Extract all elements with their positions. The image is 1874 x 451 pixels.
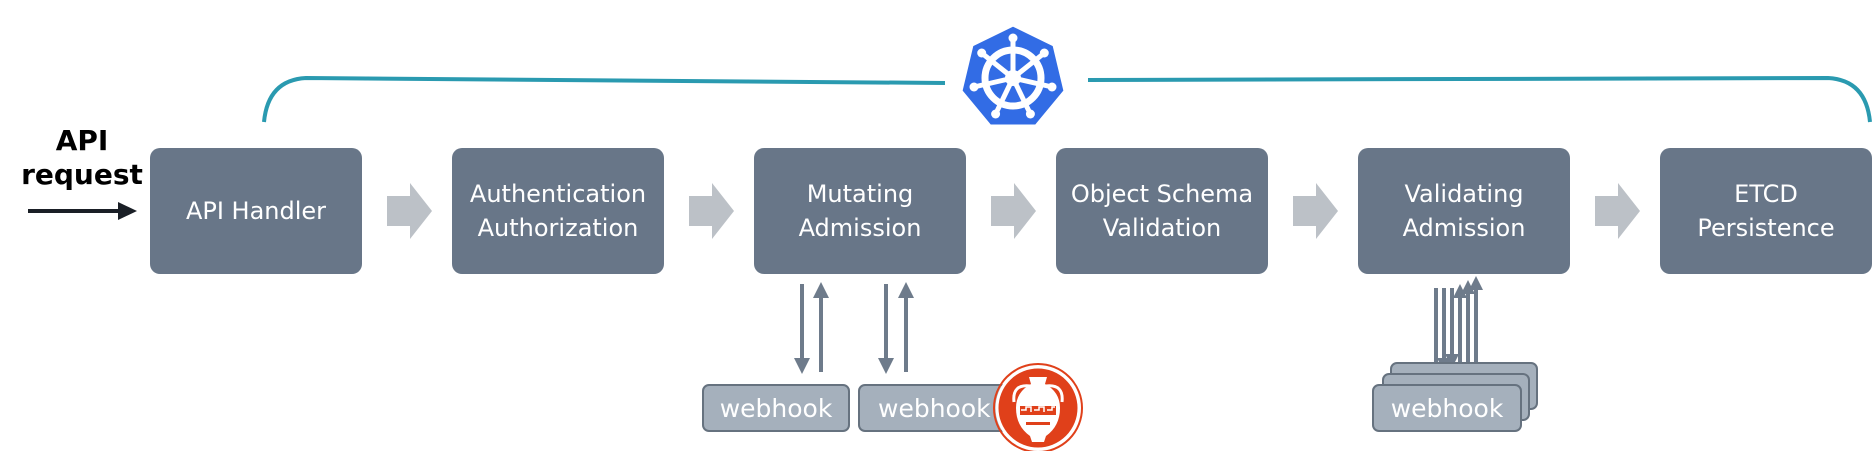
- stage-label-line-1: Object Schema: [1070, 180, 1254, 208]
- stage-api-handler: API Handler: [150, 148, 362, 274]
- webhook-label: webhook: [719, 393, 833, 423]
- api-request-line-2: request: [21, 158, 143, 191]
- webhook-label: webhook: [1390, 393, 1504, 423]
- stage-label-line-2: Authorization: [477, 214, 639, 242]
- stage-object-schema-validation: Object Schema Validation: [1056, 148, 1268, 274]
- stage-mutating-admission: Mutating Admission: [754, 148, 966, 274]
- stage-authentication-authorization: Authentication Authorization: [452, 148, 664, 274]
- mutating-webhook-2: webhook: [858, 384, 1008, 432]
- validating-webhook: webhook: [1372, 384, 1522, 432]
- flow-arrow-1: [387, 183, 432, 239]
- bracket-left: [262, 75, 946, 123]
- stage-validating-admission: Validating Admission: [1358, 148, 1570, 274]
- validating-webhook-arrows: [1429, 276, 1483, 376]
- mutating-webhook-2-arrows: [878, 282, 914, 374]
- stage-label: API Handler: [185, 197, 327, 225]
- flow-arrow-3: [991, 183, 1036, 239]
- flow-arrow-4: [1293, 183, 1338, 239]
- stage-label-line-2: Persistence: [1697, 214, 1835, 242]
- stage-label-line-1: Mutating: [806, 180, 914, 208]
- stage-etcd-persistence: ETCD Persistence: [1660, 148, 1872, 274]
- api-request-label: API request: [18, 124, 146, 192]
- mutating-webhook-1: webhook: [702, 384, 850, 432]
- flow-arrow-5: [1595, 183, 1640, 239]
- api-request-line-1: API: [55, 124, 109, 157]
- stage-label-line-1: Validating: [1404, 180, 1524, 208]
- webhook-label: webhook: [878, 393, 991, 423]
- mutating-webhook-1-arrows: [794, 282, 829, 374]
- stage-label-line-1: Authentication: [469, 180, 647, 208]
- stage-label-line-2: Admission: [1402, 214, 1526, 242]
- stage-label-line-1: ETCD: [1734, 180, 1798, 208]
- input-arrow: [28, 202, 137, 220]
- stage-label-line-2: Admission: [798, 214, 922, 242]
- kubernetes-helm-icon: [959, 23, 1067, 128]
- bracket-right: [1087, 75, 1872, 123]
- flow-arrow-2: [689, 183, 734, 239]
- stage-label-line-2: Validation: [1102, 214, 1222, 242]
